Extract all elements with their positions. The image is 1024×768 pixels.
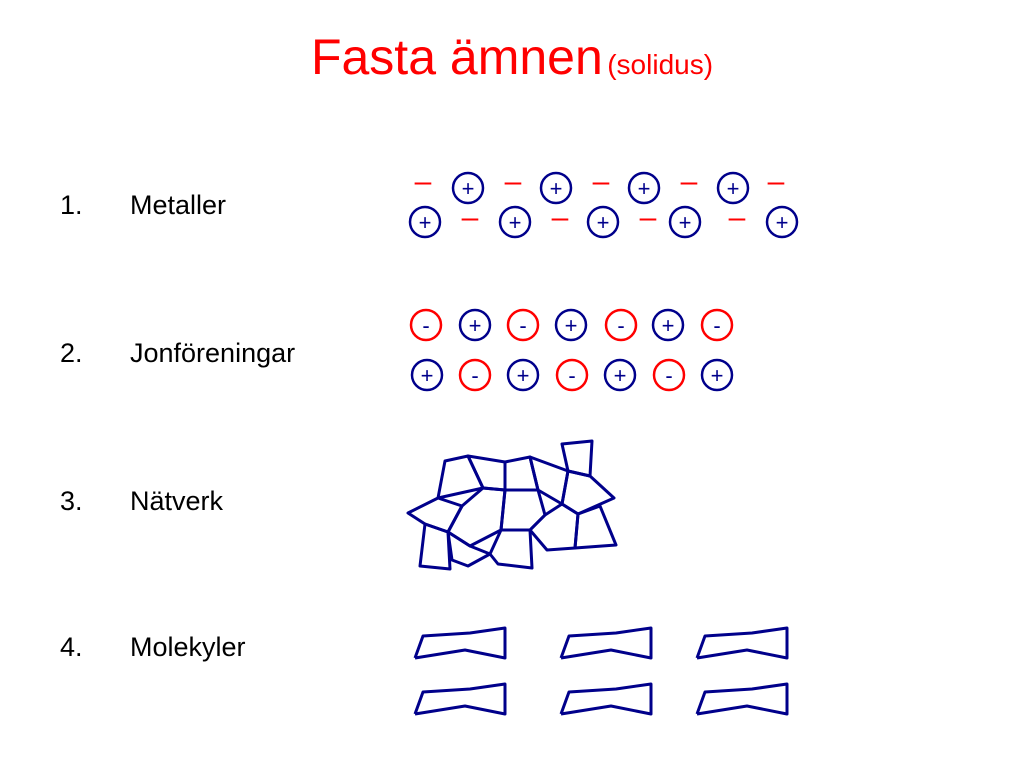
svg-text:+: +: [550, 176, 563, 201]
list-item-natverk: 3. Nätverk: [60, 486, 223, 517]
network-solid-diagram: [406, 439, 618, 571]
electron-minus: –: [593, 165, 610, 198]
electron-minus: –: [462, 201, 479, 234]
network-polygon: [446, 530, 492, 568]
electron-minus: –: [768, 165, 785, 198]
svg-text:+: +: [662, 313, 675, 338]
slide-title: Fasta ämnen (solidus): [0, 28, 1024, 86]
svg-text:+: +: [614, 363, 627, 388]
network-polygon: [499, 488, 547, 532]
list-item-metaller: 1. Metaller: [60, 190, 226, 221]
list-label: Nätverk: [130, 486, 224, 516]
cation-plus: +: [498, 205, 532, 239]
electron-minus: –: [415, 165, 432, 198]
network-polygon: [418, 522, 452, 571]
cation-plus: +: [586, 205, 620, 239]
svg-text:+: +: [776, 210, 789, 235]
molecule-shape: [695, 682, 789, 716]
list-item-jonforeningar: 2. Jonföreningar: [60, 338, 295, 369]
svg-text:-: -: [713, 313, 720, 338]
ion-negative: -: [555, 358, 589, 392]
network-polygon: [466, 454, 507, 492]
ion-negative: -: [506, 308, 540, 342]
molecule-shape: [413, 682, 507, 716]
metal-lattice-diagram: +++++++++–––––––––: [408, 165, 799, 239]
list-label: Molekyler: [130, 632, 246, 662]
ion-positive: +: [651, 308, 685, 342]
list-number: 1.: [60, 190, 83, 220]
svg-text:+: +: [469, 313, 482, 338]
ion-negative: -: [409, 308, 443, 342]
svg-text:-: -: [665, 363, 672, 388]
ion-positive: +: [700, 358, 734, 392]
electron-minus: –: [640, 201, 657, 234]
ion-negative: -: [604, 308, 638, 342]
ionic-lattice-diagram: - + - + - + - + - + - + - +: [409, 308, 734, 392]
list-number: 3.: [60, 486, 83, 516]
title-main: Fasta ämnen: [310, 29, 603, 85]
ion-positive: +: [554, 308, 588, 342]
ion-negative: -: [652, 358, 686, 392]
electron-minus: –: [505, 165, 522, 198]
cation-plus: +: [408, 205, 442, 239]
cation-plus: +: [451, 171, 485, 205]
electron-minus: –: [729, 201, 746, 234]
cation-plus: +: [627, 171, 661, 205]
svg-text:-: -: [471, 363, 478, 388]
ion-negative: -: [700, 308, 734, 342]
svg-text:+: +: [679, 210, 692, 235]
electron-minus: –: [681, 165, 698, 198]
ion-negative: -: [458, 358, 492, 392]
svg-text:+: +: [565, 313, 578, 338]
ion-positive: +: [603, 358, 637, 392]
cation-plus: +: [539, 171, 573, 205]
svg-text:+: +: [509, 210, 522, 235]
svg-text:+: +: [597, 210, 610, 235]
svg-text:+: +: [517, 363, 530, 388]
list-item-molekyler: 4. Molekyler: [60, 632, 246, 663]
svg-text:-: -: [422, 313, 429, 338]
cation-plus: +: [716, 171, 750, 205]
molecule-shape: [413, 626, 507, 660]
list-label: Metaller: [130, 190, 227, 220]
svg-text:+: +: [711, 363, 724, 388]
svg-text:+: +: [462, 176, 475, 201]
svg-text:-: -: [519, 313, 526, 338]
ion-positive: +: [410, 358, 444, 392]
list-label: Jonföreningar: [130, 338, 296, 368]
svg-text:+: +: [419, 210, 432, 235]
network-polygon: [528, 502, 580, 552]
list-number: 2.: [60, 338, 83, 368]
electron-minus: –: [552, 201, 569, 234]
molecule-shape: [695, 626, 789, 660]
cation-plus: +: [668, 205, 702, 239]
svg-text:-: -: [568, 363, 575, 388]
ion-positive: +: [506, 358, 540, 392]
svg-text:+: +: [638, 176, 651, 201]
list-number: 4.: [60, 632, 83, 662]
ion-positive: +: [458, 308, 492, 342]
cation-plus: +: [765, 205, 799, 239]
molecule-diagram: [413, 626, 789, 716]
molecule-shape: [559, 682, 653, 716]
network-polygon: [560, 439, 594, 478]
svg-text:-: -: [617, 313, 624, 338]
network-polygon: [573, 504, 618, 550]
network-polygon: [488, 528, 534, 570]
title-subtitle: (solidus): [607, 49, 714, 80]
molecule-shape: [559, 626, 653, 660]
svg-text:+: +: [727, 176, 740, 201]
svg-text:+: +: [421, 363, 434, 388]
